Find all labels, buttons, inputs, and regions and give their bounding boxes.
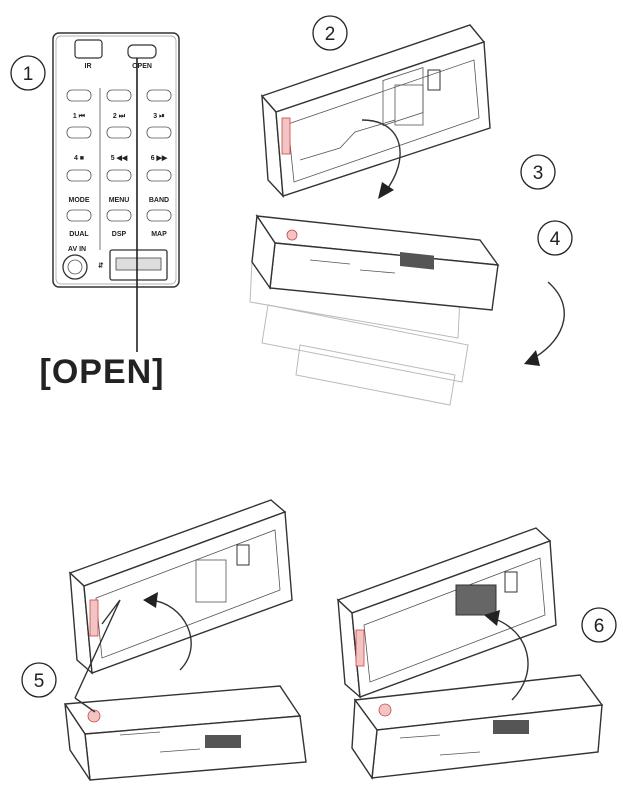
- preset-4-button: [66, 126, 92, 139]
- menu-label: MENU: [109, 197, 130, 204]
- connector-left: [205, 735, 241, 748]
- step-number: 4: [550, 229, 561, 250]
- av-in-jack: [62, 254, 88, 280]
- step-marker-6: 6: [581, 607, 617, 643]
- chassis-plate-left: [68, 499, 293, 675]
- front-panel: IR OPEN 1 ⏮ 2 ⏭ 3 ⏯ 4 ■ 5 ◀◀ 6 ▶▶ MODE M…: [52, 32, 180, 288]
- preset-4-label: 4 ■: [74, 155, 84, 162]
- preset-1-label: 1 ⏮: [73, 113, 86, 120]
- map-label: MAP: [151, 231, 167, 238]
- band-label: BAND: [149, 197, 169, 204]
- av-in-label: AV IN: [68, 246, 86, 253]
- connector-socket: [455, 584, 497, 616]
- preset-2-button: [106, 89, 132, 102]
- dual-label: DUAL: [69, 231, 89, 238]
- ir-label: IR: [85, 63, 92, 70]
- preset-5-button: [106, 126, 132, 139]
- preset-5-label: 5 ◀◀: [111, 155, 128, 162]
- faceplate-swing: [251, 214, 500, 311]
- step-marker-2: 2: [312, 15, 348, 51]
- preset-3-button: [146, 89, 172, 102]
- step-marker-3: 3: [520, 154, 556, 190]
- open-button-label: OPEN: [132, 63, 152, 70]
- step-marker-4: 4: [537, 220, 573, 256]
- mode-label: MODE: [69, 197, 90, 204]
- ir-window: [74, 39, 103, 59]
- menu-button: [106, 169, 132, 182]
- open-button: [127, 44, 157, 59]
- preset-6-label: 6 ▶▶: [151, 155, 168, 162]
- step-number: 5: [34, 671, 45, 692]
- open-callout: [OPEN]: [40, 353, 165, 391]
- map-button: [146, 209, 172, 222]
- pointer-lines-5: [74, 599, 121, 699]
- preset-2-label: 2 ⏭: [113, 113, 126, 120]
- usb-icon: ⇆: [97, 262, 105, 268]
- dsp-label: DSP: [112, 231, 127, 238]
- step-marker-1: 1: [10, 55, 46, 91]
- faceplate-left: [63, 685, 307, 781]
- dual-button: [66, 209, 92, 222]
- preset-3-label: 3 ⏯: [153, 113, 164, 120]
- step-marker-5: 5: [21, 662, 57, 698]
- band-button: [146, 169, 172, 182]
- connector-right: [493, 720, 529, 734]
- chassis-plate-right: [336, 527, 557, 699]
- mode-button: [66, 169, 92, 182]
- preset-1-button: [66, 89, 92, 102]
- faceplate-right: [351, 674, 604, 781]
- step-number: 3: [533, 163, 544, 184]
- step-number: 6: [594, 616, 605, 637]
- preset-6-button: [146, 126, 172, 139]
- dsp-button: [106, 209, 132, 222]
- step-number: 1: [23, 64, 34, 85]
- chassis-plate-top: [260, 24, 491, 198]
- step-number: 2: [325, 24, 336, 45]
